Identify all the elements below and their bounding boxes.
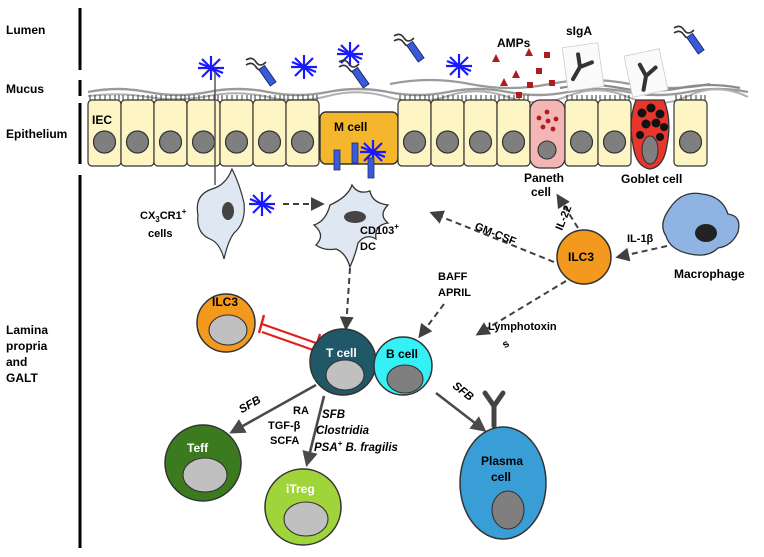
paneth-label-2: cell (531, 185, 551, 199)
iec-cell (87, 94, 122, 167)
lumen-contents (196, 25, 705, 98)
iec-cell (496, 94, 531, 167)
dc-to-t-cell-arrow (339, 267, 354, 331)
m-cell-transcytosis (333, 138, 388, 179)
baff-label: BAFF (438, 271, 468, 283)
antigen-icon (335, 40, 365, 68)
layer-lamina-3: and (6, 355, 27, 369)
clostridia-label: Clostridia (316, 425, 370, 437)
iec-cell (397, 94, 432, 167)
iec-cell (430, 94, 465, 167)
macrophage-cell (662, 192, 740, 256)
ilc3-left-label: ILC3 (212, 295, 238, 309)
b-to-plasma-arrow (435, 391, 487, 432)
epithelium (87, 94, 708, 170)
cx3cr1-cell (196, 72, 245, 260)
goblet-label: Goblet cell (621, 172, 682, 186)
t-to-teff-arrow (229, 383, 317, 434)
tgfb-label: TGF-β (268, 420, 301, 432)
layer-lamina-1: Lamina (6, 323, 48, 337)
sfb-mid-label: SFB (322, 409, 345, 421)
iec-label: IEC (92, 113, 112, 127)
layer-lamina-2: propria (6, 339, 48, 353)
layer-lumen: Lumen (6, 23, 45, 37)
t-cell-label: T cell (326, 346, 357, 360)
iec-cell (285, 94, 320, 167)
antibody-icon (482, 390, 506, 429)
iec-cell (463, 94, 498, 167)
ilc3-to-b-cell-arrow (475, 280, 567, 336)
cd103-label-2: DC (360, 241, 376, 253)
iec-cell (252, 94, 287, 167)
scfa-label: SCFA (270, 435, 299, 447)
baff-april-arrow (418, 303, 445, 339)
iec-cell (564, 94, 599, 167)
captured-antigen-icon (247, 190, 277, 218)
layer-labels: Lumen Mucus Epithelium Lamina propria an… (6, 8, 82, 548)
paneth-granules (536, 109, 559, 132)
iec-cell (219, 94, 254, 167)
cx3cr1-label-2: cells (148, 228, 172, 240)
amps-label: AMPs (497, 36, 531, 50)
cd103-label: CD103+ (360, 222, 399, 237)
ilc3-to-dc-arrow (429, 210, 555, 263)
itreg-label: iTreg (286, 482, 315, 496)
bacteria-icon (245, 57, 277, 87)
psa-label: PSA+ B. fragilis (314, 439, 398, 454)
iec-cell (153, 94, 188, 167)
siga-antibodies (561, 42, 669, 98)
layer-epithelium: Epithelium (6, 127, 67, 141)
iec-cell (120, 94, 155, 167)
inhibition-symbol (257, 314, 322, 355)
lympho-label-2: s (500, 338, 511, 351)
cd103-dc-cell (312, 183, 390, 269)
plasma-label-2: cell (491, 470, 511, 484)
ra-label: RA (293, 405, 309, 417)
cx3cr1-label: CX3CR1+ (140, 207, 187, 224)
paneth-label-1: Paneth (524, 171, 564, 185)
ilc3-right-cell (556, 229, 612, 285)
bacteria-icon (673, 25, 705, 55)
plasma-label-1: Plasma (481, 454, 523, 468)
gmcsf-label: GM-CSF (473, 221, 518, 248)
sfb-left-label: SFB (237, 394, 263, 416)
m-cell-label: M cell (334, 120, 367, 134)
layer-mucus: Mucus (6, 82, 44, 96)
t-to-itreg-arrow (302, 395, 326, 468)
iec-cell (673, 94, 708, 167)
il1b-label: IL-1β (627, 233, 654, 245)
macrophage-label: Macrophage (674, 267, 745, 281)
antigen-icon (444, 52, 474, 80)
bacteria-icon (393, 33, 425, 63)
macrophage-to-ilc3-arrow (615, 245, 668, 262)
antigen-icon (196, 54, 226, 82)
april-label: APRIL (438, 287, 471, 299)
sfb-right-label: SFB (450, 380, 476, 404)
ilc3-to-paneth-arrow (556, 193, 579, 229)
goblet-mucin-granules (636, 103, 668, 141)
layer-lamina-4: GALT (6, 371, 38, 385)
ilc3-right-label: ILC3 (568, 250, 594, 264)
b-cell-label: B cell (386, 347, 418, 361)
antigen-icon (289, 53, 319, 81)
siga-label: sIgA (566, 24, 592, 38)
bacteria-icon (338, 59, 370, 89)
teff-label: Teff (187, 441, 209, 455)
lympho-label-1: Lymphotoxin (488, 321, 557, 333)
iec-cell (597, 94, 632, 167)
